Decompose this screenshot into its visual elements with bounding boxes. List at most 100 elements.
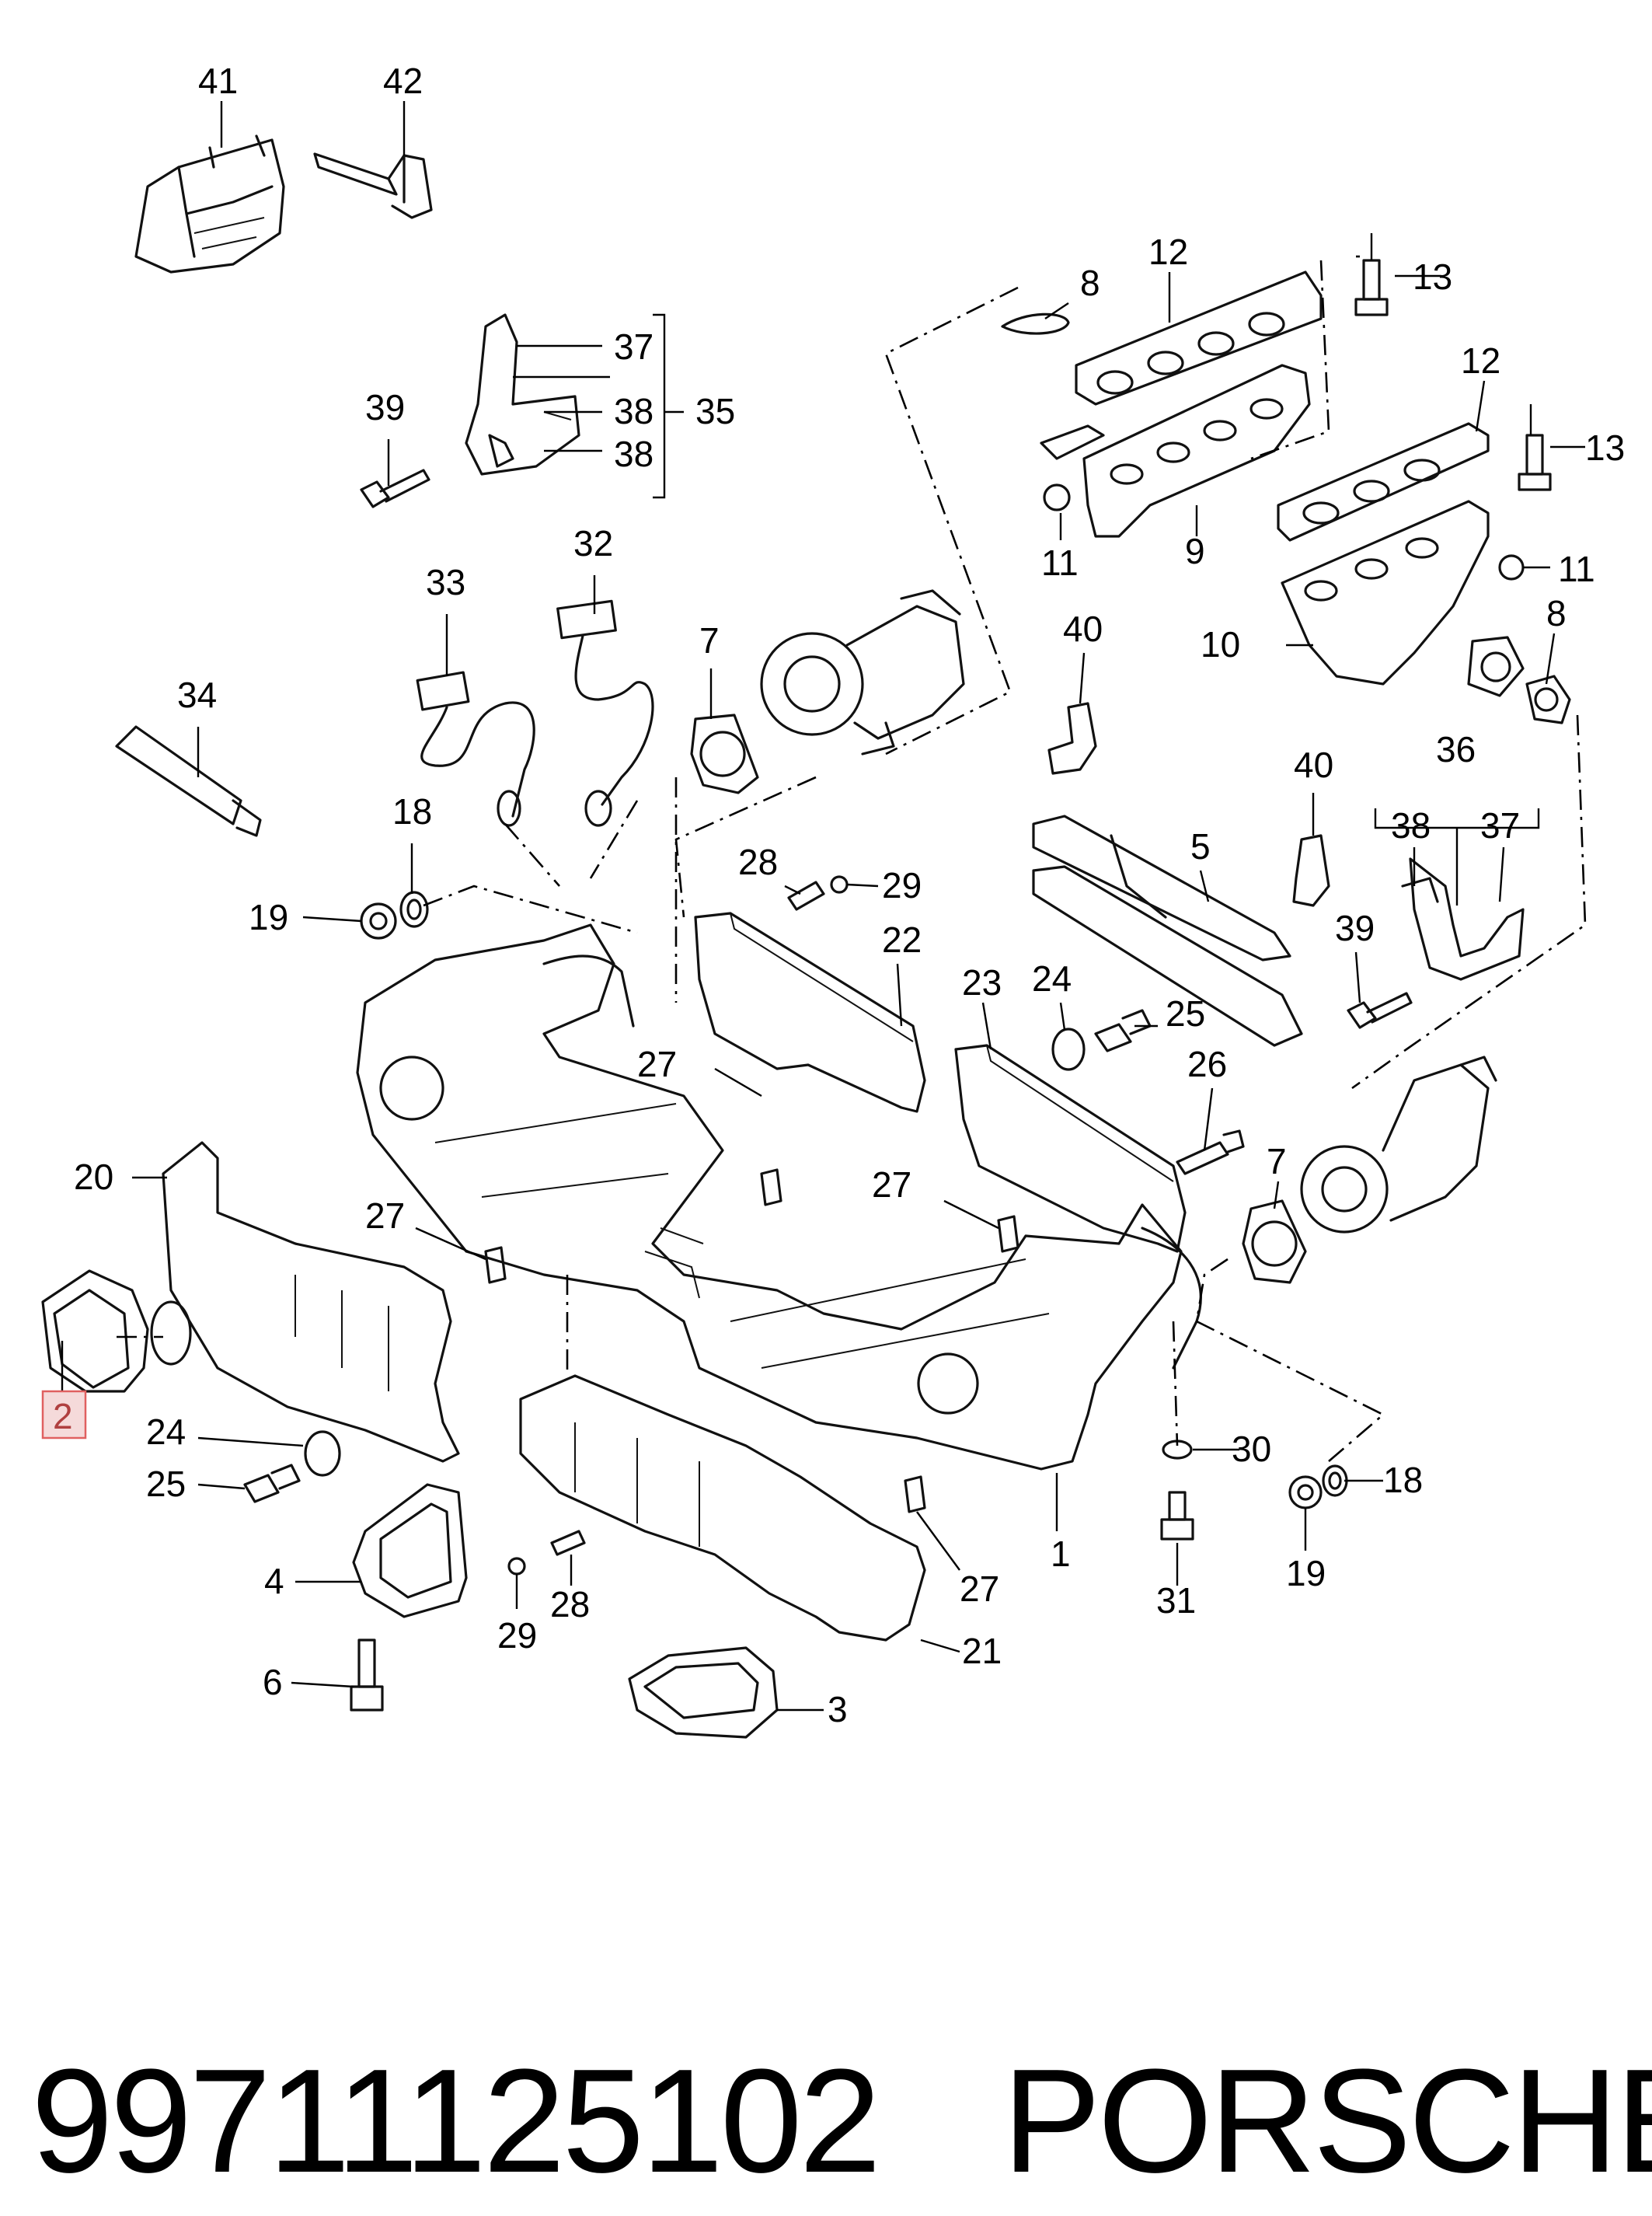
label-22: 22 [882,920,922,960]
part-42-bracket [313,152,433,219]
label-18-a: 18 [392,791,432,832]
label-2: 2 [53,1396,73,1436]
part-18-gasket-a [399,891,429,928]
part-27-clip-c [484,1246,507,1284]
part-9-exhaust-manifold [1040,364,1311,538]
part-turbocharger-upper [760,589,965,756]
label-19-b: 19 [1286,1553,1326,1593]
label-8-a: 8 [1080,263,1100,303]
part-12-manifold-gasket-b [1277,422,1490,542]
part-39-bolt-b [1347,992,1413,1029]
label-26: 26 [1187,1044,1227,1084]
part-8-gasket-b [1525,675,1571,724]
label-29-a: 29 [882,865,922,906]
label-5: 5 [1190,826,1211,867]
part-33-oxygen-sensor [416,671,535,827]
part-41-bracket [134,134,285,274]
part-23-heat-shield [954,1044,1187,1253]
brand-name: PORSCHE [1002,2039,1652,2204]
part-13-stud-a [1354,259,1389,316]
label-7-b: 7 [1267,1141,1287,1181]
label-4: 4 [264,1561,284,1601]
part-27-clip-a [760,1168,782,1206]
part-36-bracket [1401,857,1525,981]
label-25-b: 25 [1166,993,1205,1034]
label-39-a: 39 [365,387,405,427]
label-6: 6 [263,1662,283,1702]
label-13-a: 13 [1413,256,1452,297]
label-27-d: 27 [960,1569,999,1609]
part-28-pin-a [787,881,825,911]
label-28-b: 28 [550,1584,590,1624]
part-2-tailpipe-tip [41,1269,192,1393]
part-20-heat-shield [162,1141,460,1463]
label-20: 20 [74,1157,113,1197]
label-23: 23 [962,962,1002,1003]
part-5-bracket [1032,815,1303,1047]
part-7-gasket-a [690,714,759,794]
part-24-bushing-a [304,1430,341,1477]
label-32: 32 [573,523,613,564]
part-26-bolt [1176,1129,1245,1175]
label-37-b: 37 [1480,805,1520,846]
label-7-a: 7 [699,620,720,661]
part-19-nut-b [1288,1475,1323,1509]
label-36: 36 [1436,729,1476,769]
part-22-heat-shield [694,912,926,1113]
label-24-b: 24 [1032,958,1072,999]
part-12-manifold-gasket-a [1075,270,1323,406]
part-31-bolt [1160,1491,1194,1541]
part-40-bracket-b [1292,834,1330,907]
part-7-gasket-b [1242,1199,1307,1284]
part-28-pin-b [550,1530,586,1556]
label-1: 1 [1051,1534,1071,1574]
label-42: 42 [383,61,423,101]
part-1-muffler-assembly [356,923,1202,1471]
part-34-sealant-tube [115,725,262,837]
label-38-c: 38 [1391,805,1431,846]
label-41: 41 [198,61,238,101]
label-13-b: 13 [1585,427,1625,468]
part-19-nut-a [360,902,397,940]
part-6-bolt [350,1638,384,1712]
label-29-b: 29 [497,1615,537,1656]
label-31: 31 [1156,1580,1196,1621]
label-27-a: 27 [637,1044,677,1084]
part-3-tailpipe-tip [628,1646,779,1739]
label-38-b: 38 [614,434,653,474]
label-40-a: 40 [1063,609,1103,649]
footer: 99711125102 PORSCHE [0,2036,1652,2204]
part-29-clip-b [507,1557,526,1576]
part-10-exhaust-manifold [1281,500,1525,697]
part-32-oxygen-sensor [556,599,654,827]
part-29-clip-a [830,875,849,894]
part-25-bolt-a [243,1464,301,1503]
part-24-bushing-b [1051,1028,1086,1071]
leader-lines [61,101,1585,1712]
label-2-highlight-box [41,1390,87,1440]
label-30: 30 [1232,1429,1271,1469]
label-18-b: 18 [1383,1460,1423,1500]
part-11-nut-a [1043,483,1071,511]
part-40-bracket-a [1047,702,1097,775]
label-37-a: 37 [614,326,653,367]
part-27-clip-d [904,1475,926,1513]
label-34: 34 [177,675,217,715]
label-10: 10 [1201,624,1240,665]
label-38-a: 38 [614,391,653,431]
label-3: 3 [828,1689,848,1729]
part-8-gasket-a [1001,312,1070,335]
part-18-gasket-b [1322,1464,1348,1497]
label-27-c: 27 [365,1195,405,1236]
assembly-dash-lines [117,255,1587,1462]
label-28-a: 28 [738,842,778,882]
label-11-b: 11 [1558,549,1595,589]
label-33: 33 [426,562,465,602]
label-35: 35 [695,391,735,431]
part-turbocharger-lower [1300,1056,1497,1234]
label-24-a: 24 [146,1412,186,1452]
part-11-nut-b [1498,554,1525,581]
label-12-b: 12 [1461,340,1500,381]
callout-labels: 41 42 37 38 38 35 39 33 32 34 18 19 7 8 … [41,61,1625,1729]
